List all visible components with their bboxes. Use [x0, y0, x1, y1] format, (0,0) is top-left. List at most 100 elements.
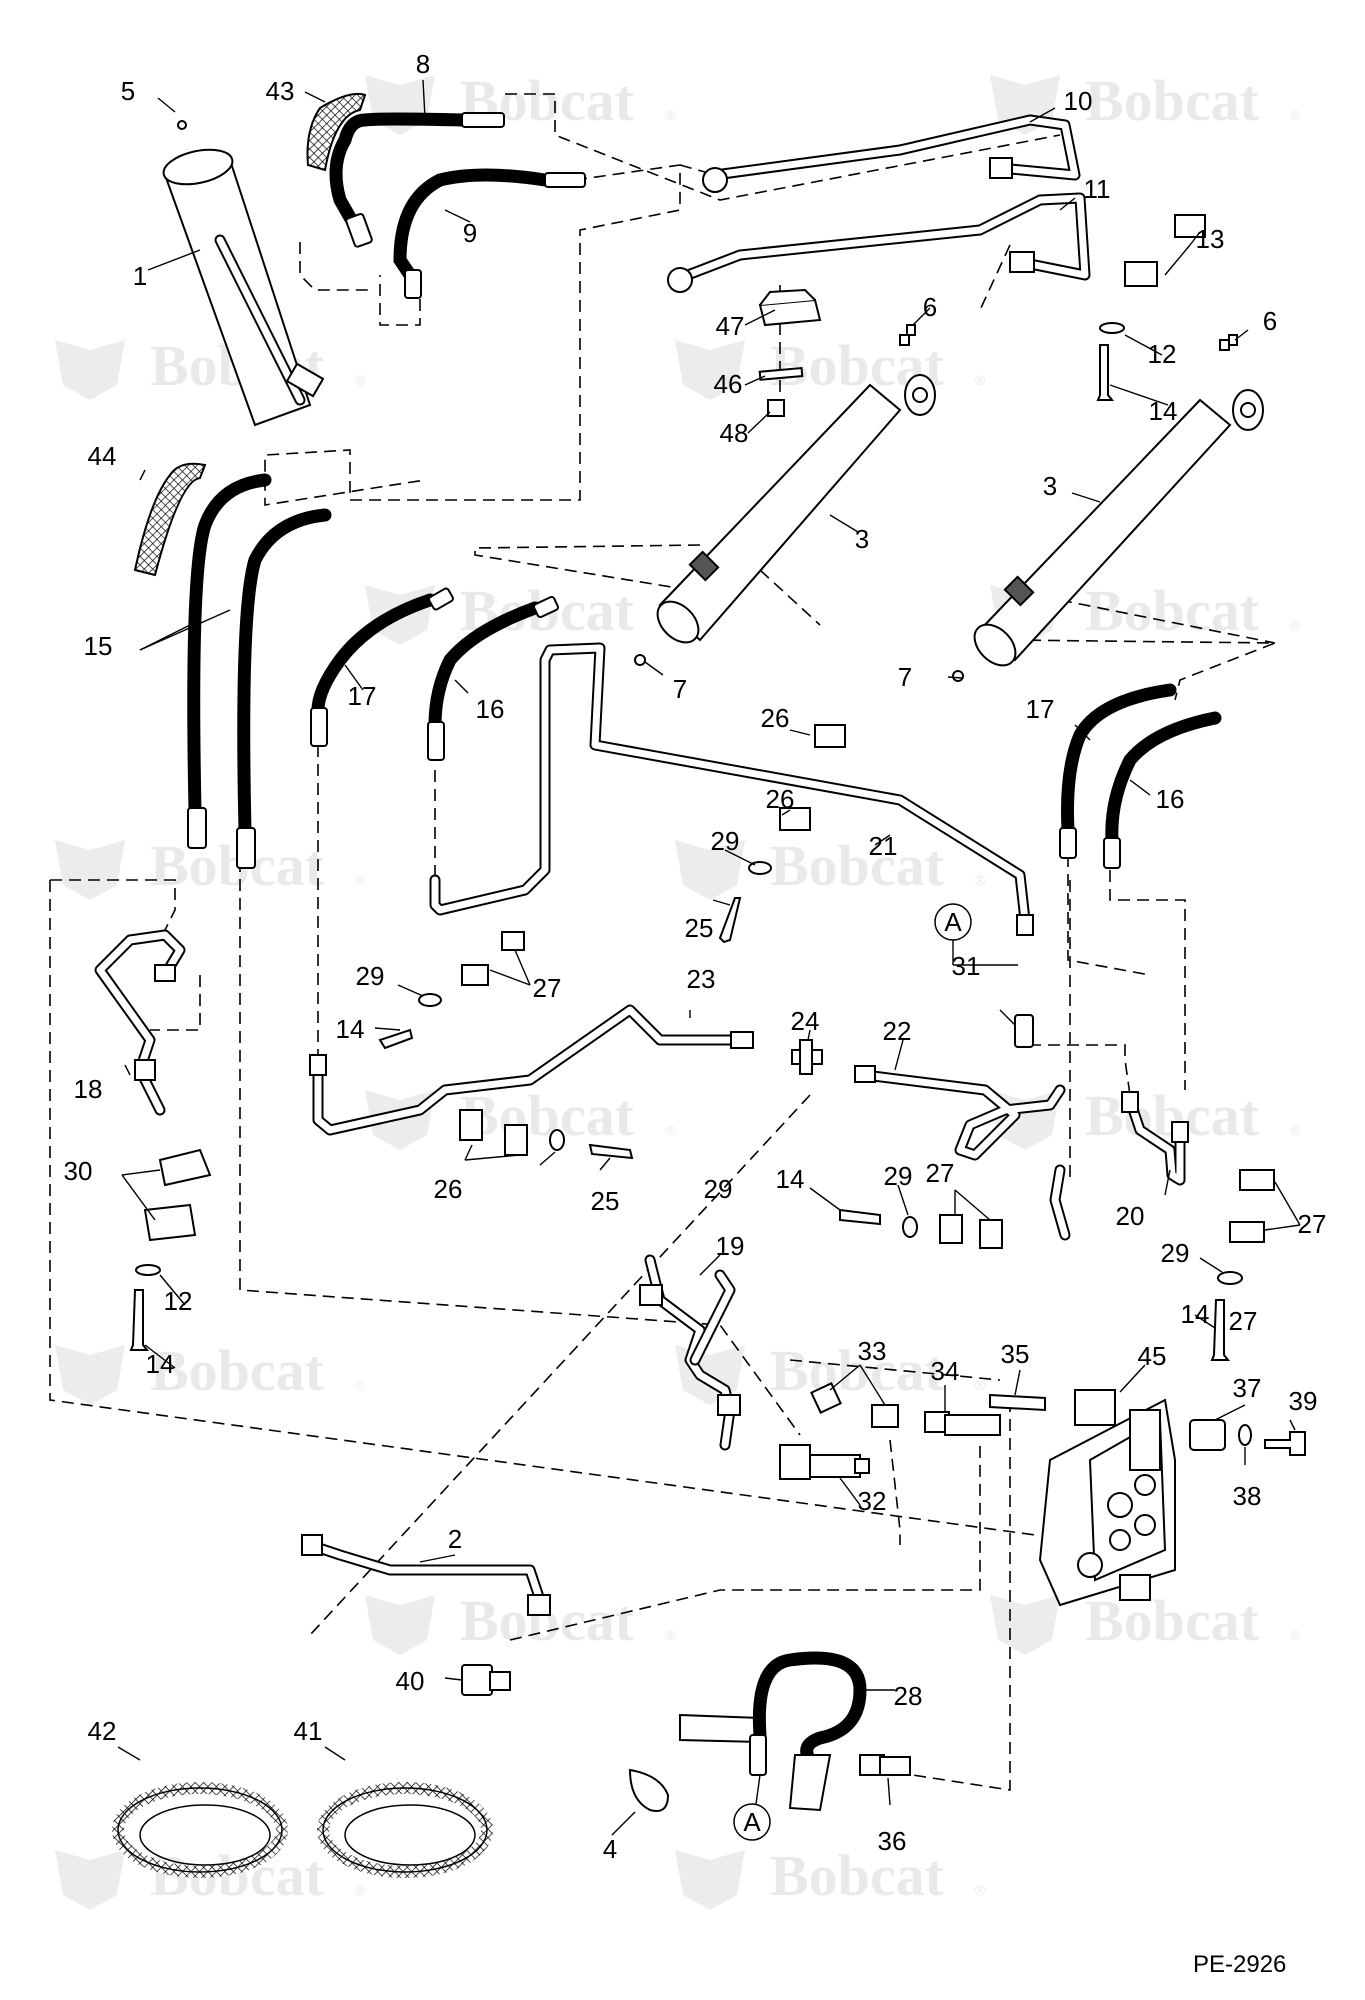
callout-label: 8: [416, 49, 430, 79]
callout-label: 26: [434, 1174, 463, 1204]
callout-label: 17: [348, 681, 377, 711]
watermark-text: Bobcat: [1085, 1588, 1260, 1653]
part-26-clamps-top: [779, 724, 846, 831]
callout-label: 22: [883, 1016, 912, 1046]
watermark-reg: ®: [975, 1377, 986, 1393]
part-35-bolt: [989, 1393, 1046, 1412]
part-34-fitting: [924, 1411, 1001, 1436]
callout-label: 29: [1161, 1238, 1190, 1268]
part-3-cylinder-left: [656, 334, 936, 644]
callout-label: 27: [533, 973, 562, 1003]
part-39-bolt: [1264, 1431, 1306, 1456]
callout-label: 45: [1138, 1341, 1167, 1371]
watermark-logo: [675, 340, 745, 400]
part-8-hose: [329, 112, 505, 248]
part-7-grease-right: [952, 670, 964, 682]
part-3-cylinder-right: [973, 339, 1264, 667]
callout-label: 14: [1181, 1299, 1210, 1329]
callout-label: 25: [685, 913, 714, 943]
part-38-oring: [1238, 1424, 1252, 1446]
callout-label: 12: [1148, 339, 1177, 369]
part-47-clamp: [758, 288, 822, 327]
callout-label: 26: [761, 703, 790, 733]
part-44-sleeve: [133, 462, 207, 577]
part-2-tube: [301, 1534, 551, 1616]
part-14-bolt-c: [1210, 1299, 1231, 1361]
part-1-cylinder: [162, 120, 325, 427]
part-41-coil: [317, 1782, 493, 1878]
callout-label: 20: [1116, 1201, 1145, 1231]
watermark-reg: ®: [355, 372, 366, 388]
callout-label: 14: [776, 1164, 805, 1194]
watermark-logo: [365, 1595, 435, 1655]
callout-label: 15: [84, 631, 113, 661]
callout-label: 13: [1196, 224, 1225, 254]
part-22-tube: [854, 1065, 1071, 1241]
part-33-fittings: [810, 1382, 899, 1428]
callout-label: 30: [64, 1156, 93, 1186]
callout-label: 6: [1263, 306, 1277, 336]
callout-label: 46: [714, 369, 743, 399]
part-10-tube: [702, 114, 1081, 193]
drawing-code: PE-2926: [1193, 1951, 1286, 1978]
part-14-bolt-b: [839, 1208, 881, 1226]
watermark-reg: ®: [665, 1122, 676, 1138]
callout-label: 1: [133, 261, 147, 291]
part-46-plate: [758, 367, 804, 381]
watermark-text: Bobcat: [150, 1338, 325, 1403]
part-31-fitting: [1014, 1014, 1034, 1048]
watermark-reg: ®: [975, 372, 986, 388]
callout-label: 10: [1064, 86, 1093, 116]
callout-label: 28: [894, 1681, 923, 1711]
part-4-clamp: [628, 1768, 670, 1812]
part-12-washer-left: [135, 1264, 161, 1276]
callout-label: 39: [1289, 1386, 1318, 1416]
callout-label: 9: [463, 218, 477, 248]
part-7-grease-left: [634, 654, 646, 666]
callout-label: 14: [336, 1014, 365, 1044]
callout-label: 24: [791, 1006, 820, 1036]
part-15-hoses: [187, 473, 332, 869]
callout-label: 48: [720, 418, 749, 448]
part-27-clamp-c: [1229, 1169, 1275, 1243]
watermark-text: Bobcat: [460, 1083, 635, 1148]
callout-label: 47: [716, 311, 745, 341]
part-14-bolt-top: [1096, 344, 1115, 401]
callout-label: 40: [396, 1666, 425, 1696]
part-14-bolt-a: [378, 1028, 414, 1050]
part-29-washer-a: [418, 993, 442, 1007]
watermark-reg: ®: [355, 1377, 366, 1393]
watermark-text: Bobcat: [1085, 578, 1260, 643]
watermark-logo: [55, 1345, 125, 1405]
watermark-logo: [55, 840, 125, 900]
watermark-text: Bobcat: [770, 1338, 945, 1403]
callout-label: 3: [855, 524, 869, 554]
callout-label: 29: [711, 826, 740, 856]
callout-label: 16: [1156, 784, 1185, 814]
part-27-clamp-a: [461, 931, 525, 986]
callout-label: 33: [858, 1336, 887, 1366]
watermark-reg: ®: [1290, 1122, 1301, 1138]
watermark-text: Bobcat: [770, 833, 945, 898]
part-37-plug: [1189, 1419, 1226, 1451]
part-13-clamp: [1124, 214, 1206, 287]
part-30-clamps: [143, 1148, 212, 1242]
watermark-reg: ®: [975, 872, 986, 888]
watermark-logo: [675, 840, 745, 900]
part-18-tube: [94, 929, 186, 1116]
callout-label: 35: [1001, 1339, 1030, 1369]
part-27-clamp-b: [939, 1214, 1003, 1249]
callout-label: 34: [931, 1356, 960, 1386]
part-45-control-valve: [1038, 1389, 1176, 1607]
callout-label: 21: [869, 831, 898, 861]
part-6-bolt-left: [906, 324, 916, 336]
part-17-hose-left: [310, 587, 454, 747]
callout-label: 29: [356, 961, 385, 991]
callout-label: 27: [1298, 1209, 1327, 1239]
watermark-reg: ®: [665, 1627, 676, 1643]
callout-label: 3: [1043, 471, 1057, 501]
callout-label: 11: [1084, 174, 1111, 204]
callout-label: 27: [926, 1158, 955, 1188]
part-25-bolt-top: [718, 897, 742, 944]
